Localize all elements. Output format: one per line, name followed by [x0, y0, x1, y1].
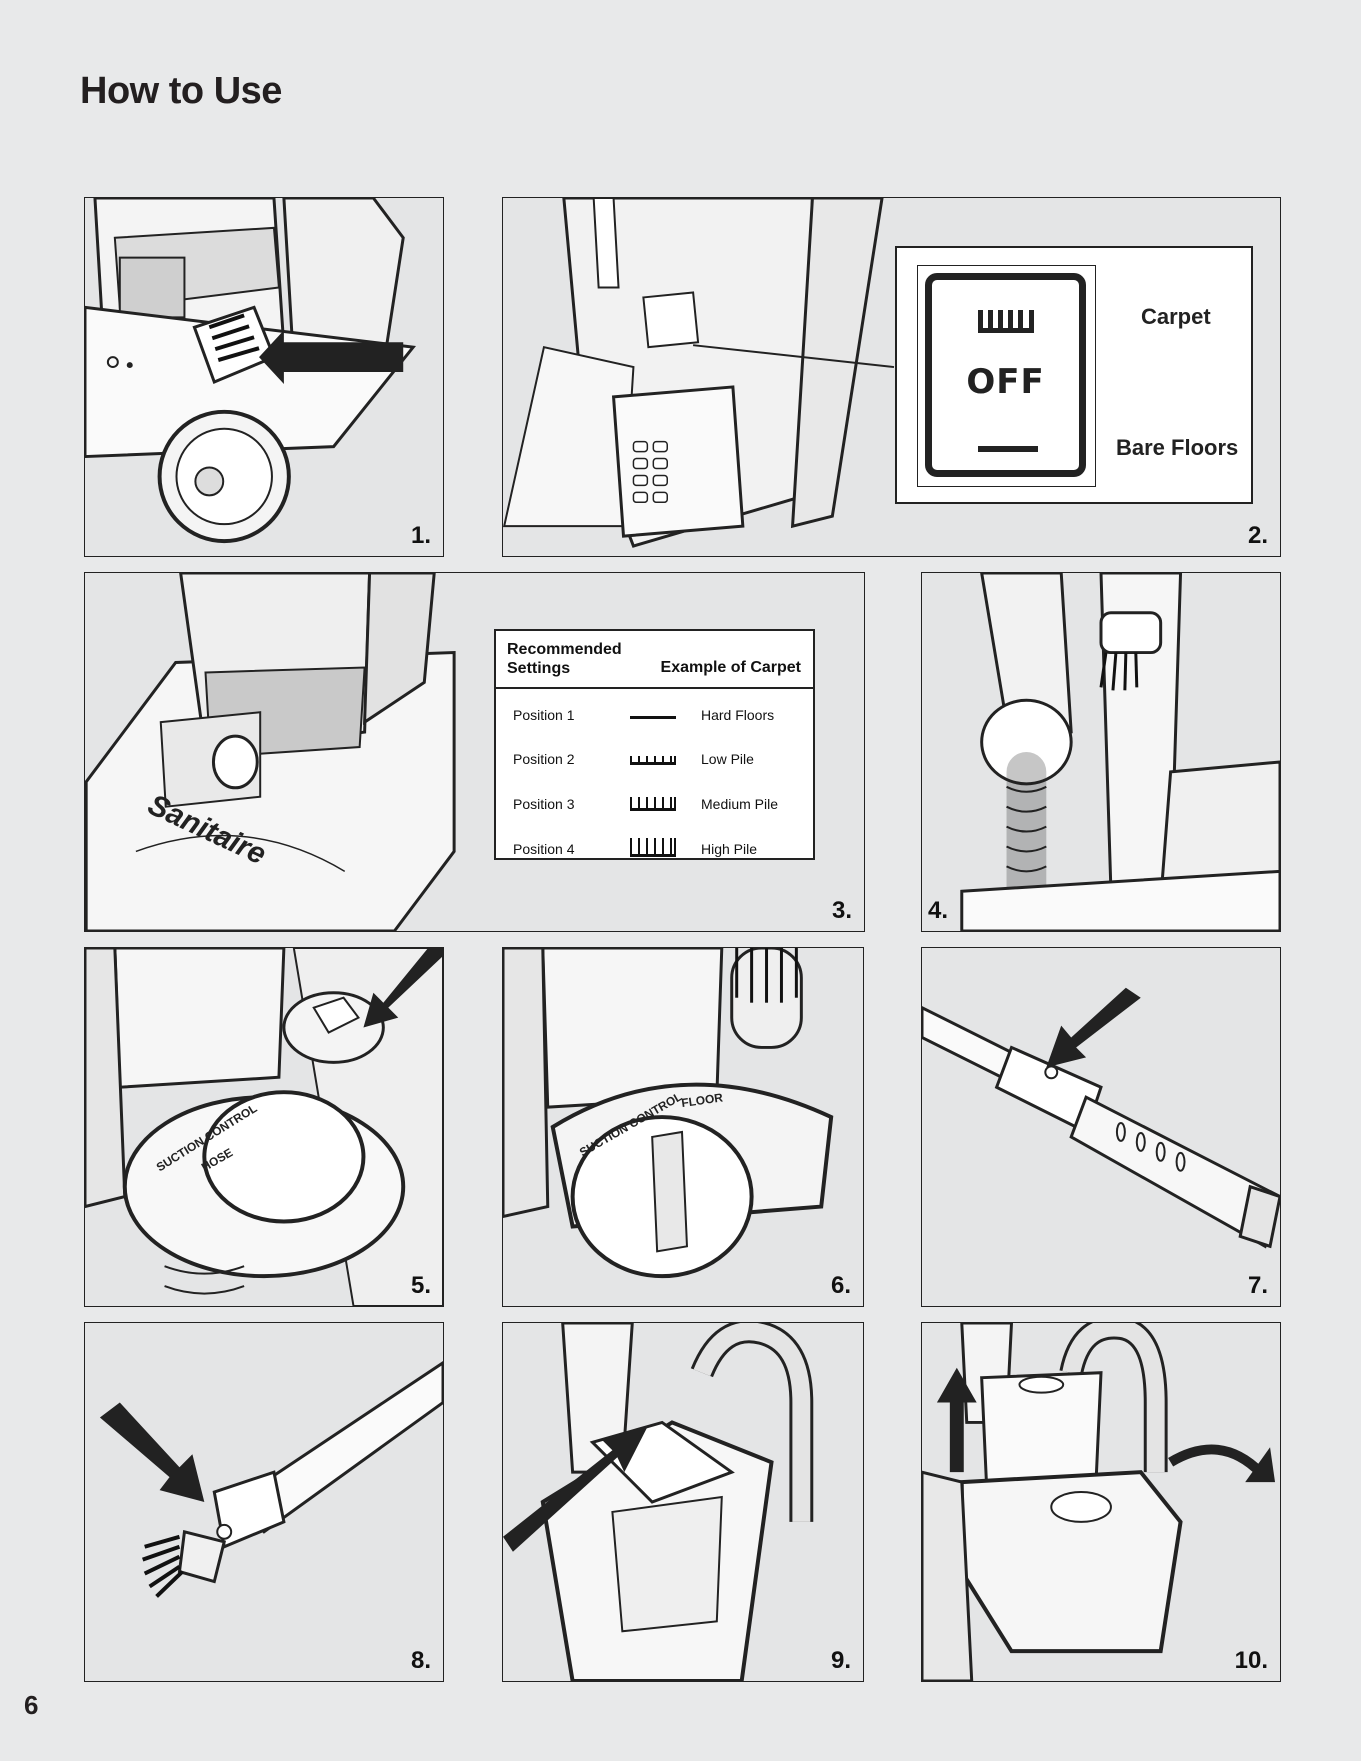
hard-floor-icon: [630, 703, 676, 725]
example-cell: Hard Floors: [701, 707, 774, 723]
position-cell: Position 2: [513, 751, 574, 767]
rocker-switch-frame: OFF: [917, 265, 1096, 487]
step-number: 6.: [831, 1272, 851, 1300]
rocker-switch: OFF: [925, 273, 1086, 477]
example-cell: Medium Pile: [701, 796, 778, 812]
step-8-panel: 8.: [84, 1322, 444, 1682]
step-number: 10.: [1235, 1647, 1268, 1675]
table-row: Position 2 Low Pile: [496, 739, 813, 779]
header-line-1: Recommended: [507, 641, 622, 658]
suction-control-hose-illustration: SUCTION CONTROL HOSE: [85, 948, 443, 1306]
position-cell: Position 4: [513, 841, 574, 857]
low-pile-icon: [630, 747, 676, 769]
high-pile-icon: [630, 837, 676, 859]
extension-wand-illustration: [922, 948, 1280, 1306]
step-9-panel: 9.: [502, 1322, 864, 1682]
table-row: Position 1 Hard Floors: [496, 695, 813, 735]
step-6-panel: SUCTION CONTROL FLOOR 6.: [502, 947, 864, 1307]
step-number: 8.: [411, 1647, 431, 1675]
step-number: 4.: [928, 897, 948, 925]
carpet-label: Carpet: [1141, 304, 1211, 330]
step-2-panel: OFF Carpet Bare Floors 2.: [502, 197, 1281, 557]
table-row: Position 4 High Pile: [496, 829, 813, 869]
header-recommended-settings: Recommended Settings: [507, 640, 622, 678]
step-1-panel: 1.: [84, 197, 444, 557]
medium-pile-icon: [630, 792, 676, 814]
step-number: 5.: [411, 1272, 431, 1300]
step-number: 3.: [832, 897, 852, 925]
position-cell: Position 3: [513, 796, 574, 812]
page-title: How to Use: [80, 70, 282, 113]
canister-release-illustration: [503, 1323, 863, 1681]
step-3-panel: Sanitaire Recommended Settings Example o…: [84, 572, 865, 932]
dirt-cup-removal-illustration: [922, 1323, 1280, 1681]
bare-floor-icon: [978, 446, 1038, 454]
suction-control-floor-illustration: SUCTION CONTROL FLOOR: [503, 948, 863, 1306]
bare-floors-label: Bare Floors: [1116, 435, 1238, 461]
recommended-settings-table: Recommended Settings Example of Carpet P…: [494, 629, 815, 860]
rocker-switch-inset: OFF Carpet Bare Floors: [895, 246, 1253, 504]
step-number: 7.: [1248, 1272, 1268, 1300]
step-number: 1.: [411, 522, 431, 550]
off-label: OFF: [932, 362, 1079, 402]
header-line-2: Settings: [507, 660, 570, 677]
vacuum-hose-illustration: [922, 573, 1280, 931]
step-7-panel: 7.: [921, 947, 1281, 1307]
table-row: Position 3 Medium Pile: [496, 784, 813, 824]
step-10-panel: 10.: [921, 1322, 1281, 1682]
step-4-panel: 4.: [921, 572, 1281, 932]
example-cell: Low Pile: [701, 751, 754, 767]
example-cell: High Pile: [701, 841, 757, 857]
step-5-panel: SUCTION CONTROL HOSE 5.: [84, 947, 444, 1307]
step-number: 9.: [831, 1647, 851, 1675]
page-number: 6: [24, 1690, 38, 1721]
dusting-brush-illustration: [85, 1323, 443, 1681]
table-header: Recommended Settings Example of Carpet: [496, 631, 813, 689]
position-cell: Position 1: [513, 707, 574, 723]
header-example-of-carpet: Example of Carpet: [661, 659, 801, 677]
carpet-icon: [978, 308, 1034, 334]
step-number: 2.: [1248, 522, 1268, 550]
vacuum-handle-release-illustration: [85, 198, 443, 556]
